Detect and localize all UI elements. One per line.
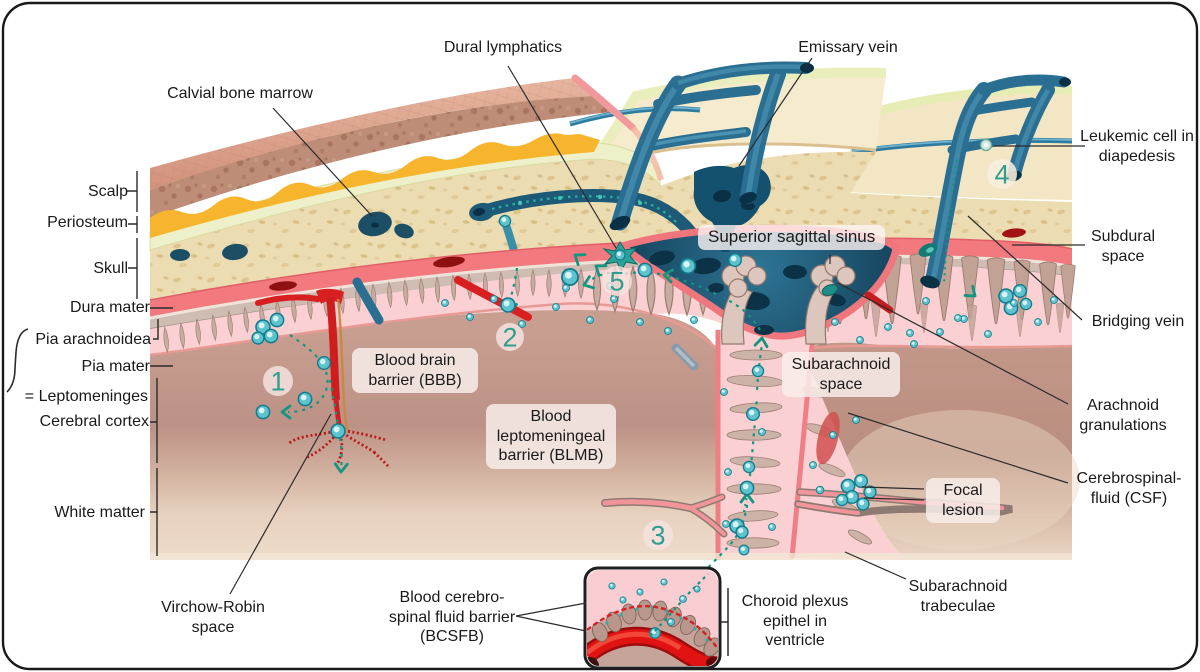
calvarial-bone-marrow-pockets (170, 211, 414, 261)
cerebral-cortex-left (150, 310, 716, 560)
layer-label-skull: Skull (93, 260, 128, 277)
layer-label-periosteum: Periosteum (47, 214, 128, 231)
leptomeninges-brace (6, 328, 29, 393)
layer-brackets (6, 171, 173, 556)
route-2-number: 2 (502, 323, 517, 353)
label-calvial-bone-marrow: Calvial bone marrow (167, 85, 313, 102)
label-blood-brain-barrier: Blood brain barrier (BBB) (352, 348, 478, 394)
route-5-number: 5 (609, 267, 624, 297)
label-superior-sagittal-sinus: Superior sagittal sinus (698, 225, 886, 250)
label-arachnoid-granulations: Arachnoid granulations (1079, 397, 1167, 434)
label-choroid-plexus: Choroid plexus epithel in ventricle (741, 593, 849, 650)
choroid-plexus-inset (583, 566, 722, 670)
leukemic-cells (251, 138, 1058, 556)
label-blood-leptomeningeal-barrier: Blood leptomeningeal barrier (BLMB) (486, 404, 616, 469)
label-subarachnoid-space: Subarachnoid space (782, 352, 900, 398)
leader-lines (229, 57, 1085, 656)
label-bcsfb: Blood cerebro-spinal fluid barrier (BCSF… (388, 589, 516, 646)
layer-label-leptomeninges: = Leptomeninges (24, 388, 148, 405)
label-focal-lesion: Focal lesion (926, 478, 1000, 524)
layer-label-cerebral-cortex: Cerebral cortex (39, 413, 149, 430)
layer-label-pia-mater: Pia mater (81, 358, 150, 375)
layer-label-scalp: Scalp (87, 183, 128, 200)
bridging-vein-network-right (918, 74, 1071, 289)
route-3-number: 3 (650, 521, 665, 551)
route-number-badges: 1 2 3 4 5 (263, 159, 1017, 551)
route-4-number: 4 (994, 160, 1009, 190)
route-1-number: 1 (270, 367, 285, 397)
label-virchow-robin-space: Virchow-Robin space (161, 599, 265, 636)
layer-label-pia-arachnoidea: Pia arachnoidea (35, 331, 151, 348)
label-emissary-vein: Emissary vein (798, 39, 898, 56)
label-cerebrospinal-fluid: Cerebrospinal-fluid (CSF) (1076, 470, 1182, 507)
layer-label-dura-mater: Dura mater (69, 299, 150, 316)
label-subdural-space: Subdural space (1090, 228, 1156, 265)
arachnoid-granulations (721, 255, 856, 345)
emissary-vein-network-left (609, 61, 814, 231)
label-leukemic-cell-diapedesis: Leukemic cell in diapedesis (1080, 128, 1194, 165)
label-bridging-vein: Bridging vein (1091, 313, 1185, 330)
label-dural-lymphatics: Dural lymphatics (443, 39, 563, 56)
layer-label-white-matter: White matter (54, 504, 145, 521)
label-subarachnoid-trabeculae: Subarachnoid trabeculae (908, 578, 1008, 615)
